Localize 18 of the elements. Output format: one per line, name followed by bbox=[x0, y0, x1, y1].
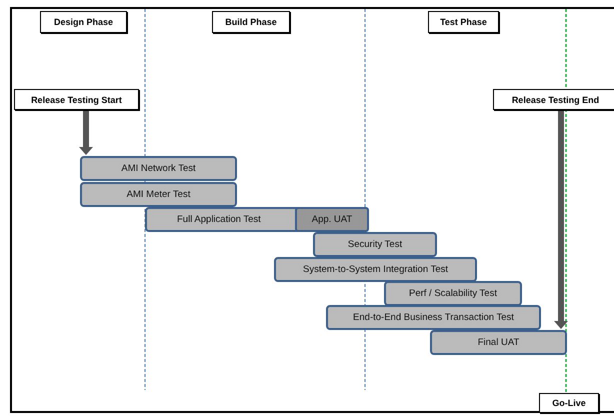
milestone-label: Build Phase bbox=[212, 11, 290, 33]
task-bar: App. UAT bbox=[295, 207, 369, 232]
milestone-label: Go-Live bbox=[539, 393, 599, 413]
task-bar bbox=[145, 207, 367, 232]
down-arrow bbox=[79, 111, 93, 155]
milestone-label: Test Phase bbox=[428, 11, 499, 33]
down-arrow bbox=[554, 111, 568, 329]
task-bar: Final UAT bbox=[430, 330, 567, 355]
task-bar: AMI Meter Test bbox=[80, 182, 237, 207]
milestone-label: Design Phase bbox=[40, 11, 127, 33]
task-bar: Security Test bbox=[313, 232, 437, 257]
milestone-label: Release Testing End bbox=[493, 89, 614, 110]
task-bar: AMI Network Test bbox=[80, 156, 237, 181]
milestone-label: Release Testing Start bbox=[14, 89, 139, 110]
task-name: Full Application Test bbox=[177, 214, 261, 225]
task-bar: Perf / Scalability Test bbox=[384, 281, 522, 306]
task-bar: System-to-System Integration Test bbox=[274, 257, 477, 282]
task-bar: End-to-End Business Transaction Test bbox=[326, 305, 541, 330]
